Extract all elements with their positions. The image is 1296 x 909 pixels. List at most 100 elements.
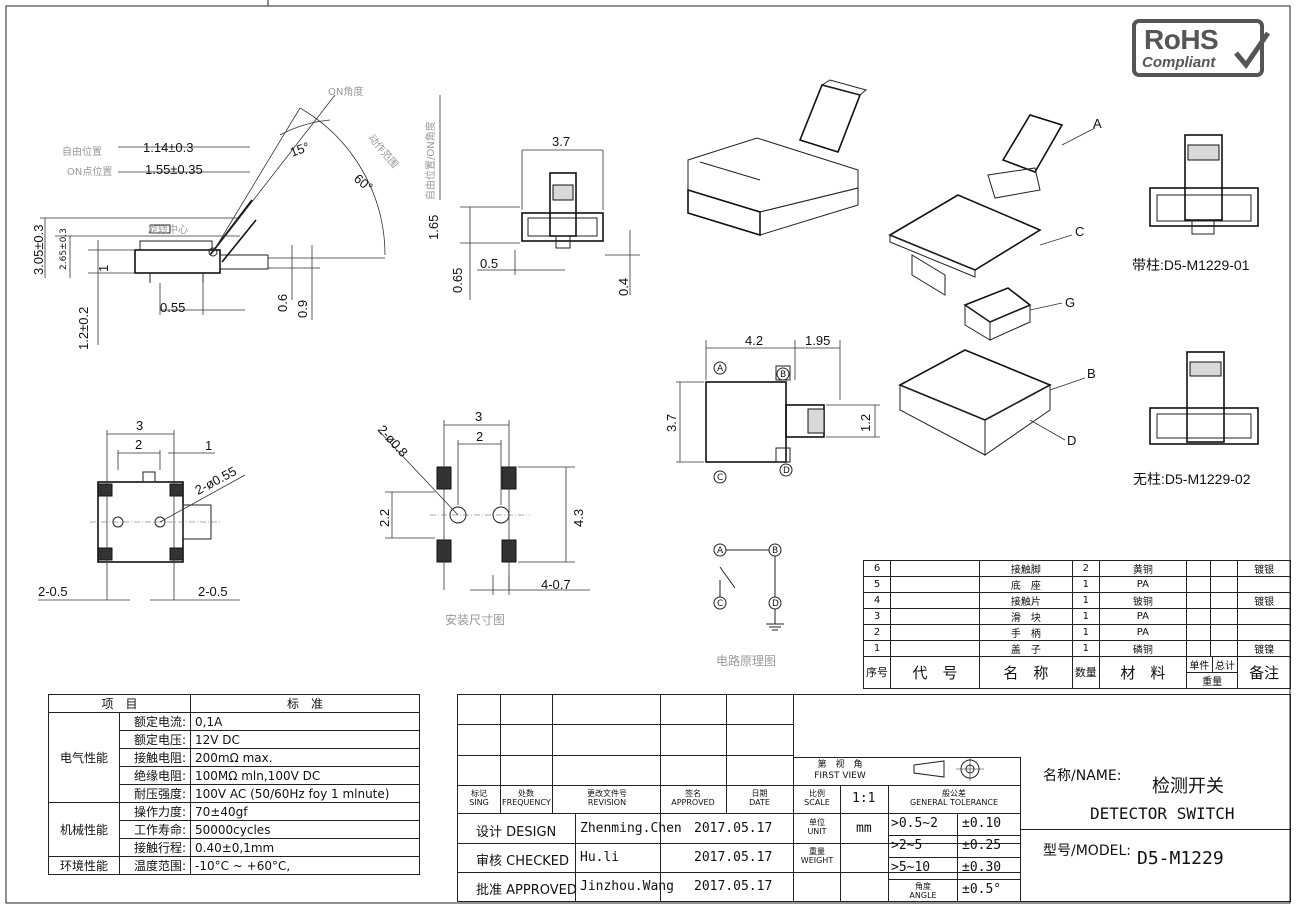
bom-total-weight: [1209, 608, 1239, 625]
dim-2-0-5-left: 2-0.5: [38, 584, 68, 599]
bom-code: [889, 592, 981, 609]
rohs-badge: RoHS Compliant: [1132, 19, 1271, 77]
dim-3-05: 3.05±0.3: [31, 224, 46, 275]
dim-2-d0-55: 2-ø0.55: [192, 463, 239, 497]
bom-h-code: 代 号: [889, 656, 981, 689]
model-value: D5-M1229: [1137, 848, 1224, 869]
spec-row: 接触电阻:200mΩ max.: [49, 748, 420, 767]
bom-unit-weight: [1186, 560, 1211, 577]
part-label-c: C: [1075, 224, 1084, 239]
tolerance-range: >5~10: [891, 860, 931, 875]
footprint-caption: 安装尺寸图: [445, 612, 505, 627]
dim-3-bottom: 3: [136, 418, 143, 433]
bom-material: 磷铜: [1098, 640, 1188, 657]
spec-label: 接触电阻:: [119, 748, 191, 767]
compliant-text: Compliant: [1142, 54, 1216, 71]
dim-1: 1: [96, 265, 111, 272]
spec-row: 绝缘电阻:100MΩ mln,100V DC: [49, 766, 420, 785]
name-label: 名称/NAME:: [1043, 768, 1122, 784]
tolerance-value: ±0.10: [962, 816, 1002, 831]
dim-1-55: 1.55±0.35: [145, 162, 203, 177]
bom-h-weight-label: 重量: [1202, 677, 1223, 688]
spec-label: 温度范围:: [119, 856, 191, 875]
role-date: 2017.05.17: [694, 821, 773, 836]
bom-no: 6: [863, 560, 891, 577]
spec-label: 额定电流:: [119, 712, 191, 731]
role-date: 2017.05.17: [694, 850, 773, 865]
dim-0-55: 0.55: [160, 300, 185, 315]
bom-note: [1237, 576, 1291, 593]
dim-2-d0-8: 2-ø0.8: [375, 422, 411, 460]
bom-h-total-weight: 总计: [1214, 661, 1235, 672]
dim-2-bottom: 2: [135, 437, 142, 452]
bom-name: 接触片: [979, 592, 1073, 609]
bom-material: 铍铜: [1098, 592, 1188, 609]
bom-material: 黄铜: [1098, 560, 1188, 577]
bottom-view: [38, 430, 246, 601]
spec-group: 机械性能: [48, 802, 120, 857]
part-label-b: B: [1087, 366, 1096, 381]
bom-unit-weight: [1186, 576, 1211, 593]
bom-material: PA: [1098, 608, 1188, 625]
footprint-view: [379, 420, 590, 595]
side-view: [40, 94, 386, 345]
tolerance-value: ±0.30: [962, 860, 1002, 875]
spec-group: 电气性能: [48, 712, 120, 803]
dim-2-65: 2.65±0.3: [59, 228, 69, 270]
bom-name: 底 座: [979, 576, 1073, 593]
spec-label: 接触行程:: [119, 838, 191, 857]
sheet-frame: [5, 5, 1291, 904]
bom-h-name: 名 称: [979, 656, 1073, 689]
terminal-d: D: [783, 466, 790, 476]
part-label-d: D: [1067, 433, 1076, 448]
checkmark-icon: [1234, 31, 1271, 70]
variant-01-view: [1149, 134, 1259, 235]
bom-code: [889, 640, 981, 657]
dim-4-0-7: 4-0.7: [541, 577, 571, 592]
bom-name: 手 柄: [979, 624, 1073, 641]
note-on-angle: ON角度: [328, 85, 363, 98]
dim-1-2: 1.2±0.2: [76, 307, 91, 350]
role-name: Zhenming.Chen: [580, 821, 682, 836]
spec-value: 0,1A: [190, 712, 420, 731]
spec-value: -10°C ~ +60°C,: [190, 856, 420, 875]
terminal-c: C: [717, 473, 723, 483]
dim-1-65: 1.65: [426, 215, 441, 240]
note-action-range: 动作范围: [366, 132, 402, 171]
circuit-node-d: D: [772, 599, 779, 609]
bom-unit-weight: [1186, 608, 1211, 625]
bom-note: 镀镍: [1237, 640, 1291, 657]
bom-total-weight: [1209, 592, 1239, 609]
dim-0-4: 0.4: [616, 278, 631, 296]
bom-unit-weight: [1186, 592, 1211, 609]
bom-header-row: 序号 代 号 名 称 数量 材 料 单件总计 重量 备注: [863, 656, 1291, 689]
bom-h-material: 材 料: [1098, 656, 1188, 689]
variant-01-label: 带柱:D5-M1229-01: [1132, 257, 1250, 273]
bom-qty: 1: [1071, 640, 1100, 657]
bom-note: [1237, 624, 1291, 641]
dim-15-deg: 15°: [288, 139, 312, 160]
dim-2-footprint: 2: [476, 429, 483, 444]
bom-qty: 1: [1071, 576, 1100, 593]
dim-1-95: 1.95: [805, 333, 830, 348]
tolerance-range: >2~5: [891, 838, 923, 853]
dim-3-7-top: 3.7: [664, 414, 679, 432]
dim-4-2: 4.2: [745, 333, 763, 348]
role-date: 2017.05.17: [694, 879, 773, 894]
bom-code: [889, 624, 981, 641]
bom-material: PA: [1098, 624, 1188, 641]
bom-unit-weight: [1186, 640, 1211, 657]
dim-60-deg: 60°: [351, 171, 376, 195]
variant-02-view: [1149, 351, 1259, 445]
dim-4-3: 4.3: [571, 509, 586, 527]
spec-row: 电气性能额定电流:0,1A: [48, 712, 420, 803]
bom-name: 接触脚: [979, 560, 1073, 577]
role-label: 审核 CHECKED: [476, 854, 570, 869]
